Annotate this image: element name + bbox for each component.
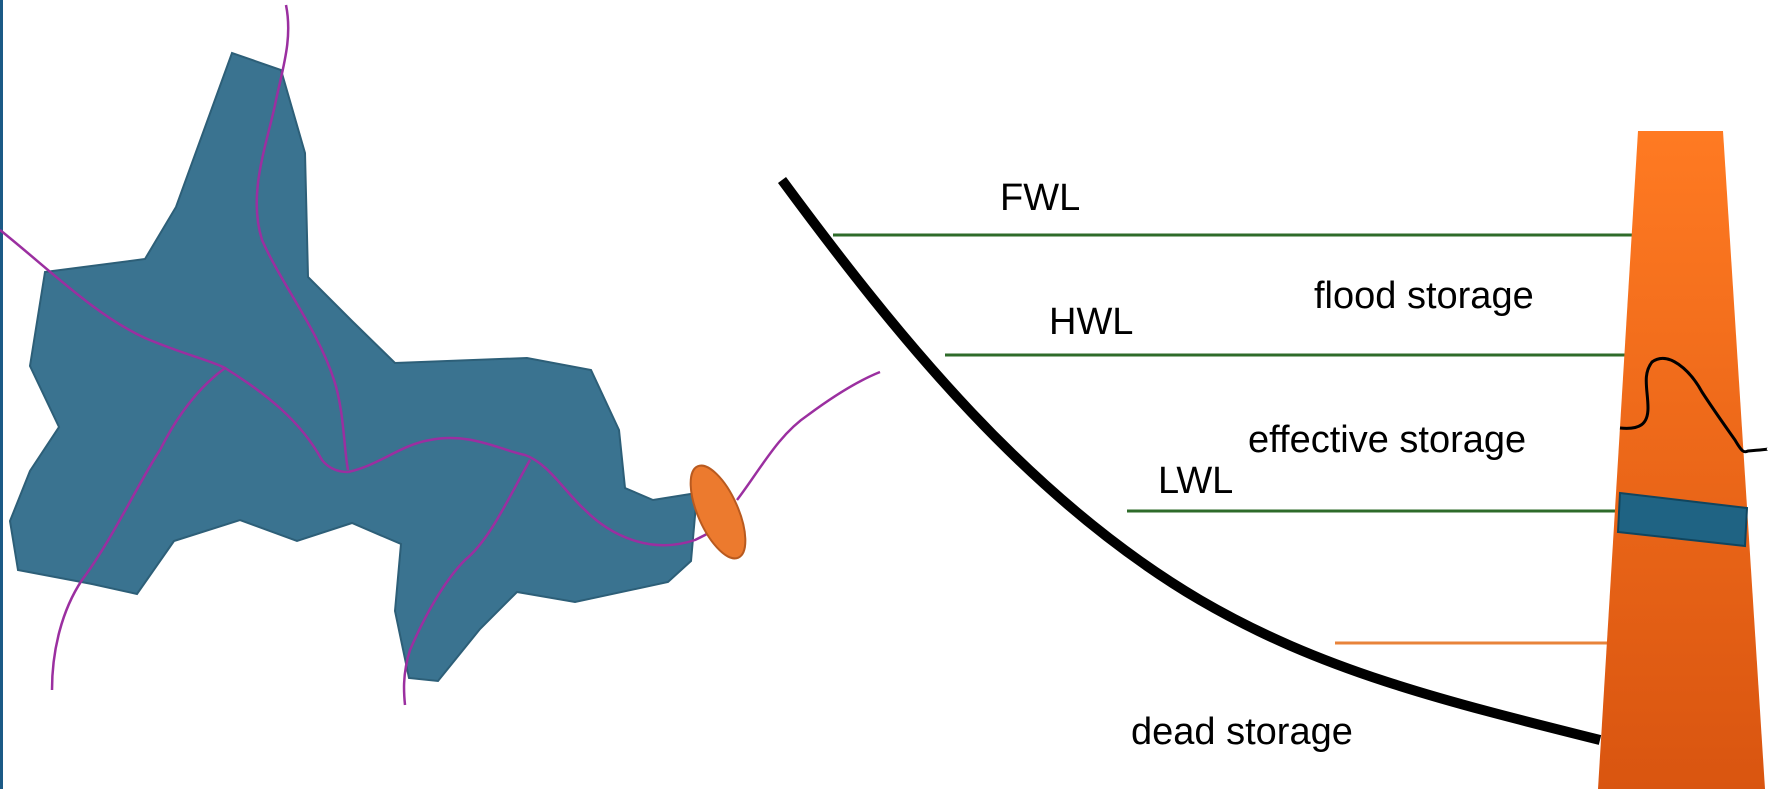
river-outflow	[736, 370, 881, 501]
dam-outlet-marker	[689, 464, 747, 560]
river-west-branch	[0, 229, 349, 474]
river-east-channel	[347, 436, 739, 547]
effective-storage-label: effective storage	[1248, 419, 1526, 461]
fwl-label: FWL	[1000, 177, 1080, 219]
lwl-label: LWL	[1158, 460, 1233, 502]
flood-storage-label: flood storage	[1314, 275, 1534, 317]
river-network	[0, 4, 881, 706]
outlet-pipe-curve	[1619, 356, 1768, 454]
dead-storage-label: dead storage	[1131, 711, 1353, 753]
river-south-branch	[402, 459, 532, 706]
river-southwest-branch	[50, 366, 226, 691]
sluice-gate	[1616, 491, 1749, 548]
river-main	[255, 4, 350, 471]
reservoir-bed-curve	[777, 177, 1602, 745]
left-border-strip	[0, 0, 3, 789]
dam-body	[1598, 131, 1765, 789]
catchment-basin	[8, 51, 699, 683]
hwl-label: HWL	[1049, 301, 1133, 343]
